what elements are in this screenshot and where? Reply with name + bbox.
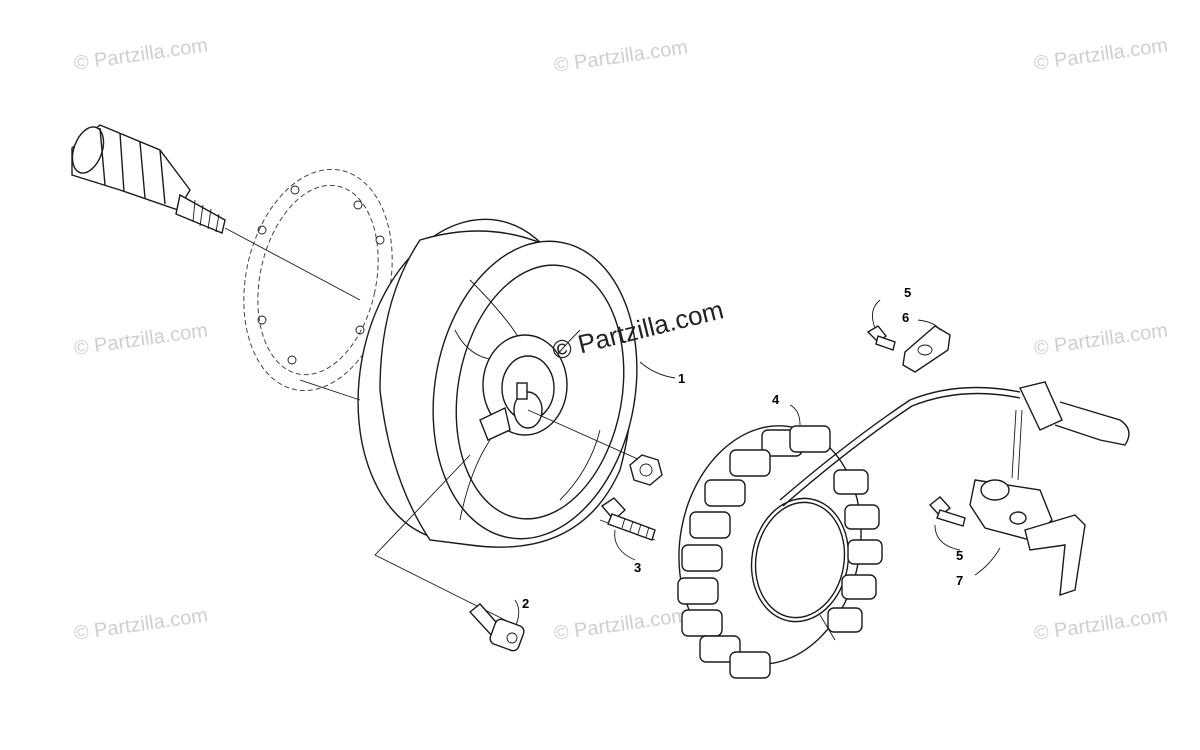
bolt-part-5-upper (866, 299, 896, 351)
callouts: 1 2 3 4 5 5 6 7 (522, 285, 963, 611)
bolt-part-5-lower (928, 496, 966, 551)
flywheel-nut (629, 454, 663, 486)
watermark: © Partzilla.com (1033, 319, 1170, 360)
watermark: © Partzilla.com (553, 604, 690, 645)
callout-7: 7 (956, 573, 963, 588)
watermark: © Partzilla.com (553, 36, 690, 77)
callout-5-upper: 5 (904, 285, 911, 300)
leader-lines (639, 361, 801, 426)
crankshaft (71, 124, 361, 301)
callout-4: 4 (772, 392, 780, 407)
bolt-part-2 (468, 599, 525, 652)
callout-6: 6 (902, 310, 909, 325)
watermark: © Partzilla.com (73, 604, 210, 645)
bolt-part-3 (600, 497, 656, 561)
wire-harness (779, 381, 1130, 507)
watermark: © Partzilla.com (1033, 604, 1170, 645)
pickup-sensor (969, 479, 1086, 597)
watermark: © Partzilla.com (73, 34, 210, 75)
flywheel (299, 218, 638, 548)
stator-windings (677, 425, 883, 679)
callout-5-lower: 5 (956, 548, 963, 563)
callout-2: 2 (522, 596, 529, 611)
callout-1: 1 (678, 371, 685, 386)
stator (677, 425, 883, 679)
callout-3: 3 (634, 560, 641, 575)
watermark: © Partzilla.com (73, 319, 210, 360)
watermark: © Partzilla.com (1033, 34, 1170, 75)
plate-part-6 (902, 319, 951, 373)
